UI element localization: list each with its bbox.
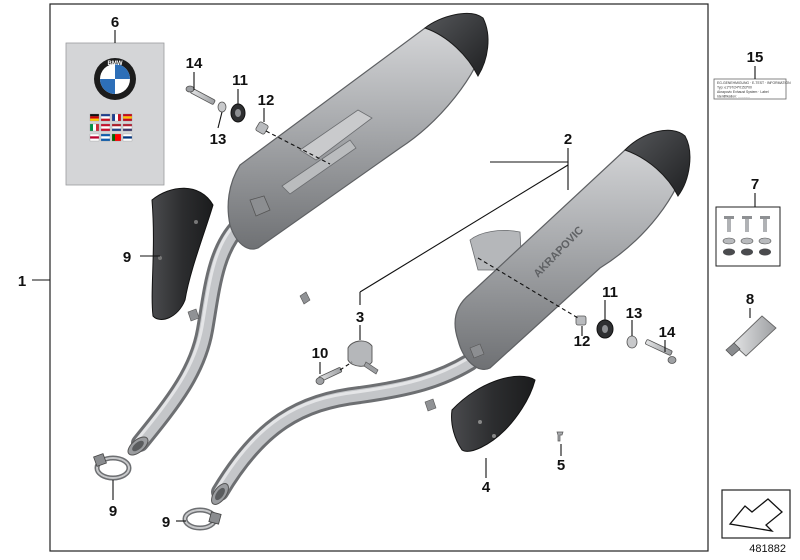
right-pipe-clamp xyxy=(182,507,222,531)
leader-lines xyxy=(32,30,756,522)
label-line-1: EG-GENEHMIGUNG · E-TEST · INFORMATION xyxy=(717,81,791,85)
label-plate-part-15: EG-GENEHMIGUNG · E-TEST · INFORMATION Ty… xyxy=(713,78,791,100)
flag-nl xyxy=(111,123,122,132)
flag-jp xyxy=(89,133,100,142)
right-heat-shield xyxy=(451,375,536,452)
flag-pt xyxy=(111,133,122,142)
left-muffler-cap xyxy=(423,12,489,78)
right-muffler-cap xyxy=(624,129,691,197)
bmw-logo-text: BMW xyxy=(108,61,123,67)
flag-es xyxy=(122,113,133,122)
reference-number: 481882 xyxy=(749,543,786,555)
flag-de xyxy=(89,113,100,122)
callout-3: 3 xyxy=(356,309,364,326)
flag-dk xyxy=(100,123,111,132)
callout-7: 7 xyxy=(751,176,759,193)
callout-labels: 1 2 3 4 5 6 7 8 9 9 9 10 11 11 12 12 13 … xyxy=(18,14,764,531)
bracket-axis xyxy=(339,361,353,371)
callout-9-left-clamp: 9 xyxy=(109,503,117,520)
callout-15: 15 xyxy=(747,49,764,66)
label-line-2: Typ: e1*97/24*0153*00 xyxy=(717,86,752,90)
flag-fi xyxy=(122,133,133,142)
bracket-part-3 xyxy=(347,340,379,375)
callout-12-right: 12 xyxy=(574,333,591,350)
callout-14-right: 14 xyxy=(659,324,676,341)
callout-8: 8 xyxy=(746,291,754,308)
flag-us xyxy=(122,123,133,132)
callout-9-right-clamp: 9 xyxy=(162,514,170,531)
reference-arrow-box xyxy=(721,489,791,539)
callout-5: 5 xyxy=(557,457,565,474)
owners-manual-part-6: BMW xyxy=(65,42,165,186)
label-line-4: Identifikation: ............. xyxy=(717,95,750,99)
language-flags xyxy=(89,113,133,142)
bolt-part-10 xyxy=(315,367,343,385)
flag-fr xyxy=(111,113,122,122)
left-muffler-body xyxy=(227,19,486,250)
callout-9-shield: 9 xyxy=(123,249,131,266)
bolt-kit-bolts xyxy=(722,216,772,256)
flag-gb xyxy=(100,113,111,122)
callout-13-left: 13 xyxy=(210,131,227,148)
callout-4: 4 xyxy=(482,479,491,496)
left-mount-hardware xyxy=(185,85,269,135)
left-pipe-clamp xyxy=(93,453,132,481)
callout-10: 10 xyxy=(312,345,329,362)
bolt-kit-part-7 xyxy=(715,206,781,267)
flag-gr xyxy=(100,133,111,142)
right-mount-hardware xyxy=(575,315,677,364)
main-frame xyxy=(49,3,709,552)
reference-arrow-icon xyxy=(728,498,783,532)
right-exhaust-assembly: AKRAPOVIC xyxy=(211,129,691,505)
callout-11-right: 11 xyxy=(602,284,618,301)
callout-12-left: 12 xyxy=(258,92,275,109)
label-line-3: Akrapovic Exhaust System · Label xyxy=(717,90,769,94)
paste-tube-part-8 xyxy=(725,315,777,357)
screw-part-5 xyxy=(556,431,564,442)
callout-13-right: 13 xyxy=(626,305,643,322)
right-mount-axis xyxy=(477,257,579,319)
left-exhaust-assembly xyxy=(127,12,489,456)
left-mount-axis xyxy=(265,130,331,165)
callout-11-left: 11 xyxy=(232,72,248,89)
callout-1: 1 xyxy=(18,273,26,290)
flag-it xyxy=(89,123,100,132)
callout-6: 6 xyxy=(111,14,119,31)
callout-14-left: 14 xyxy=(186,55,203,72)
callout-2: 2 xyxy=(564,131,572,148)
